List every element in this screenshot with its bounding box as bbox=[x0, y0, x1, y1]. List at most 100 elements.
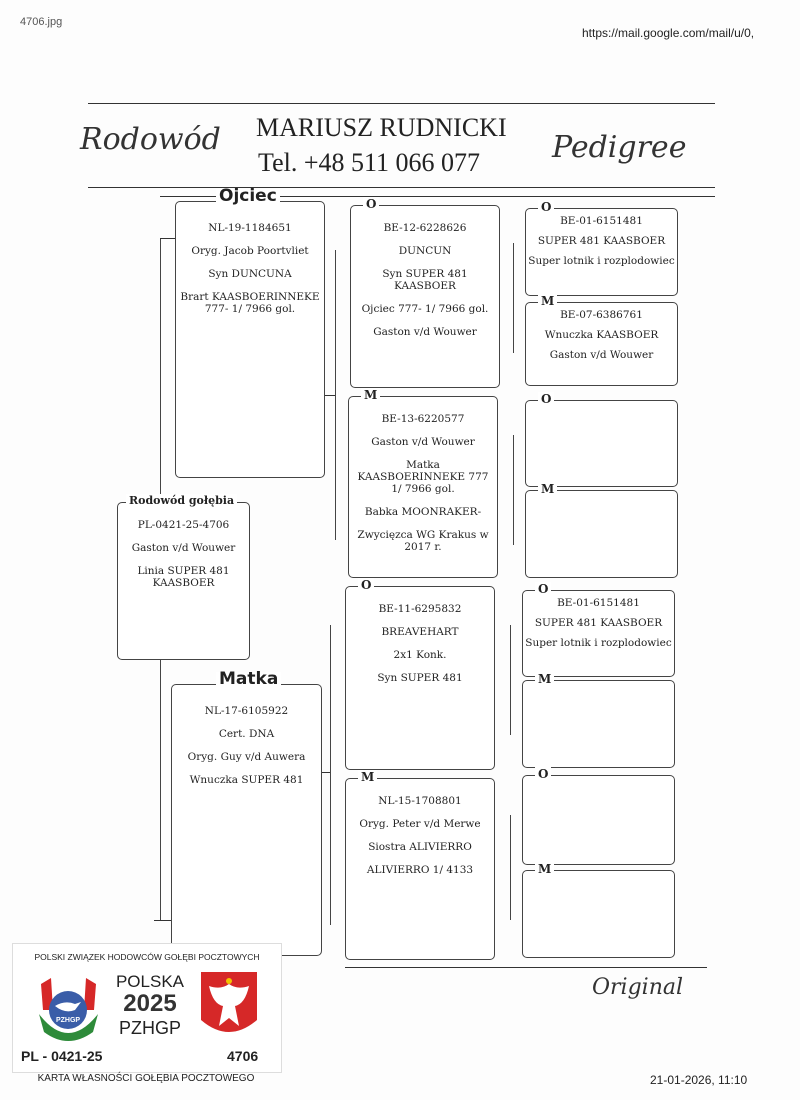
owner-name: MARIUSZ RUDNICKI bbox=[256, 113, 507, 142]
line-text: Syn DUNCUNA bbox=[208, 268, 292, 280]
line-text: DUNCUN bbox=[398, 245, 452, 257]
card-org: POLSKI ZWIĄZEK HODOWCÓW GOŁĘBI POCZTOWYC… bbox=[34, 952, 260, 962]
owner-phone: Tel. +48 511 066 077 bbox=[258, 148, 481, 177]
line-text: Syn SUPER 481 bbox=[377, 672, 463, 684]
sex-label: O bbox=[538, 392, 555, 406]
connector bbox=[330, 625, 331, 925]
line-text: SUPER 481 KAASBOER bbox=[537, 235, 666, 247]
footer-rule bbox=[345, 967, 707, 968]
sex-label: O bbox=[535, 582, 552, 596]
sex-label: O bbox=[538, 200, 555, 214]
connector bbox=[160, 238, 175, 239]
line-text: Cert. DNA bbox=[218, 728, 275, 740]
card-caption: KARTA WŁASNOŚCI GOŁĘBIA POCZTOWEGO bbox=[37, 1073, 255, 1084]
ring-number: BE-11-6295832 bbox=[378, 603, 462, 615]
ring-number: NL-15-1708801 bbox=[378, 795, 462, 807]
logo-text: PZHGP bbox=[56, 1017, 80, 1024]
connector bbox=[513, 243, 514, 353]
line-text: Gaston v/d Wouwer bbox=[371, 436, 475, 448]
scan-url: https://mail.google.com/mail/u/0, bbox=[582, 26, 755, 40]
gen3-ancestor-box: O bbox=[525, 392, 678, 487]
connector bbox=[335, 250, 336, 540]
line-text: Oryg. Guy v/d Auwera bbox=[187, 751, 306, 763]
line-text: Super lotnik i rozplodowiec bbox=[528, 255, 675, 267]
line-text: Syn SUPER 481 KAASBOER bbox=[382, 268, 468, 292]
line-text: Siostra ALIVIERRO bbox=[368, 841, 472, 853]
header-script-right: Pedigree bbox=[552, 130, 687, 165]
line-text: Gaston v/d Wouwer bbox=[131, 542, 236, 554]
sex-label: O bbox=[358, 578, 375, 592]
connector bbox=[322, 772, 330, 773]
line-text: Super lotnik i rozplodowiec bbox=[525, 637, 672, 649]
mother-box: Matka NL-17-6105922 Cert. DNA Oryg. Guy … bbox=[171, 671, 322, 956]
line-text: Gaston v/d Wouwer bbox=[549, 349, 654, 361]
gen3-ancestor-box: M bbox=[525, 482, 678, 578]
sex-label: O bbox=[535, 767, 552, 781]
connector bbox=[154, 920, 171, 921]
sex-label: M bbox=[535, 672, 555, 686]
connector bbox=[510, 815, 511, 920]
line-text: Ojciec 777- 1/ 7966 gol. bbox=[361, 303, 489, 315]
line-text: Oryg. Peter v/d Merwe bbox=[359, 818, 481, 830]
line-text: BREAVEHART bbox=[381, 626, 459, 638]
ring-number: NL-17-6105922 bbox=[204, 705, 289, 717]
subject-label: Rodowód gołębia bbox=[126, 494, 238, 508]
line-text: SUPER 481 KAASBOER bbox=[534, 617, 663, 629]
line-text: Oryg. Jacob Poortvliet bbox=[191, 245, 309, 257]
sex-label: M bbox=[358, 770, 378, 784]
line-text: 2x1 Konk. bbox=[393, 649, 447, 661]
subject-box: Rodowód gołębia PL-0421-25-4706 Gaston v… bbox=[117, 494, 250, 660]
line-text: Gaston v/d Wouwer bbox=[373, 326, 477, 338]
line-text: Babka MOONRAKER- bbox=[364, 506, 482, 518]
card-country: POLSKA bbox=[115, 972, 185, 991]
sex-label: M bbox=[538, 294, 558, 308]
line-text: ALIVIERRO 1/ 4133 bbox=[366, 864, 474, 876]
card-ring: PL - 0421-25 bbox=[21, 1048, 103, 1064]
father-box: Ojciec NL-19-1184651 Oryg. Jacob Poortvl… bbox=[175, 188, 325, 478]
sex-label: M bbox=[538, 482, 558, 496]
gen3-ancestor-box: O bbox=[522, 767, 675, 865]
line-text: Zwycięzca WG Krakus w 2017 r. bbox=[357, 529, 489, 553]
scan-filename: 4706.jpg bbox=[20, 16, 63, 28]
header-rule-mid bbox=[88, 187, 715, 188]
connector bbox=[325, 395, 335, 396]
ring-number: BE-01-6151481 bbox=[557, 597, 640, 609]
sex-label: M bbox=[361, 388, 381, 402]
line-text: Wnuczka KAASBOER bbox=[544, 329, 659, 341]
line-text: Brart KAASBOERINNEKE 777- 1/ 7966 gol. bbox=[180, 291, 320, 315]
header-script-left: Rodowód bbox=[80, 122, 221, 157]
header-rule-top bbox=[88, 103, 715, 104]
ring-number: BE-12-6228626 bbox=[383, 222, 467, 234]
header-rule-bottom bbox=[160, 196, 715, 197]
ring-number: BE-13-6220577 bbox=[381, 413, 465, 425]
ring-number: PL-0421-25-4706 bbox=[137, 519, 230, 531]
ring-number: NL-19-1184651 bbox=[208, 222, 292, 234]
scan-timestamp: 21-01-2026, 11:10 bbox=[650, 1073, 748, 1087]
gen3-ancestor-box: M bbox=[522, 672, 675, 768]
original-script: Original bbox=[592, 975, 684, 1000]
gen3-ancestor-box: M bbox=[522, 862, 675, 958]
pzhgp-logo-icon: PZHGP bbox=[39, 978, 98, 1041]
ownership-card: POLSKI ZWIĄZEK HODOWCÓW GOŁĘBI POCZTOWYC… bbox=[12, 943, 282, 1073]
sex-label: O bbox=[363, 197, 380, 211]
connector bbox=[513, 435, 514, 545]
sex-label: M bbox=[535, 862, 555, 876]
ring-number: BE-01-6151481 bbox=[560, 215, 643, 227]
polish-eagle-icon bbox=[201, 972, 257, 1032]
mother-label: Matka bbox=[216, 671, 282, 688]
line-text: Wnuczka SUPER 481 bbox=[189, 774, 304, 786]
card-abbr: PZHGP bbox=[118, 1018, 181, 1038]
card-year: 2025 bbox=[123, 990, 177, 1017]
ring-number: BE-07-6386761 bbox=[560, 309, 643, 321]
connector bbox=[510, 625, 511, 735]
card-number: 4706 bbox=[227, 1048, 259, 1064]
line-text: Linia SUPER 481 KAASBOER bbox=[137, 565, 230, 589]
